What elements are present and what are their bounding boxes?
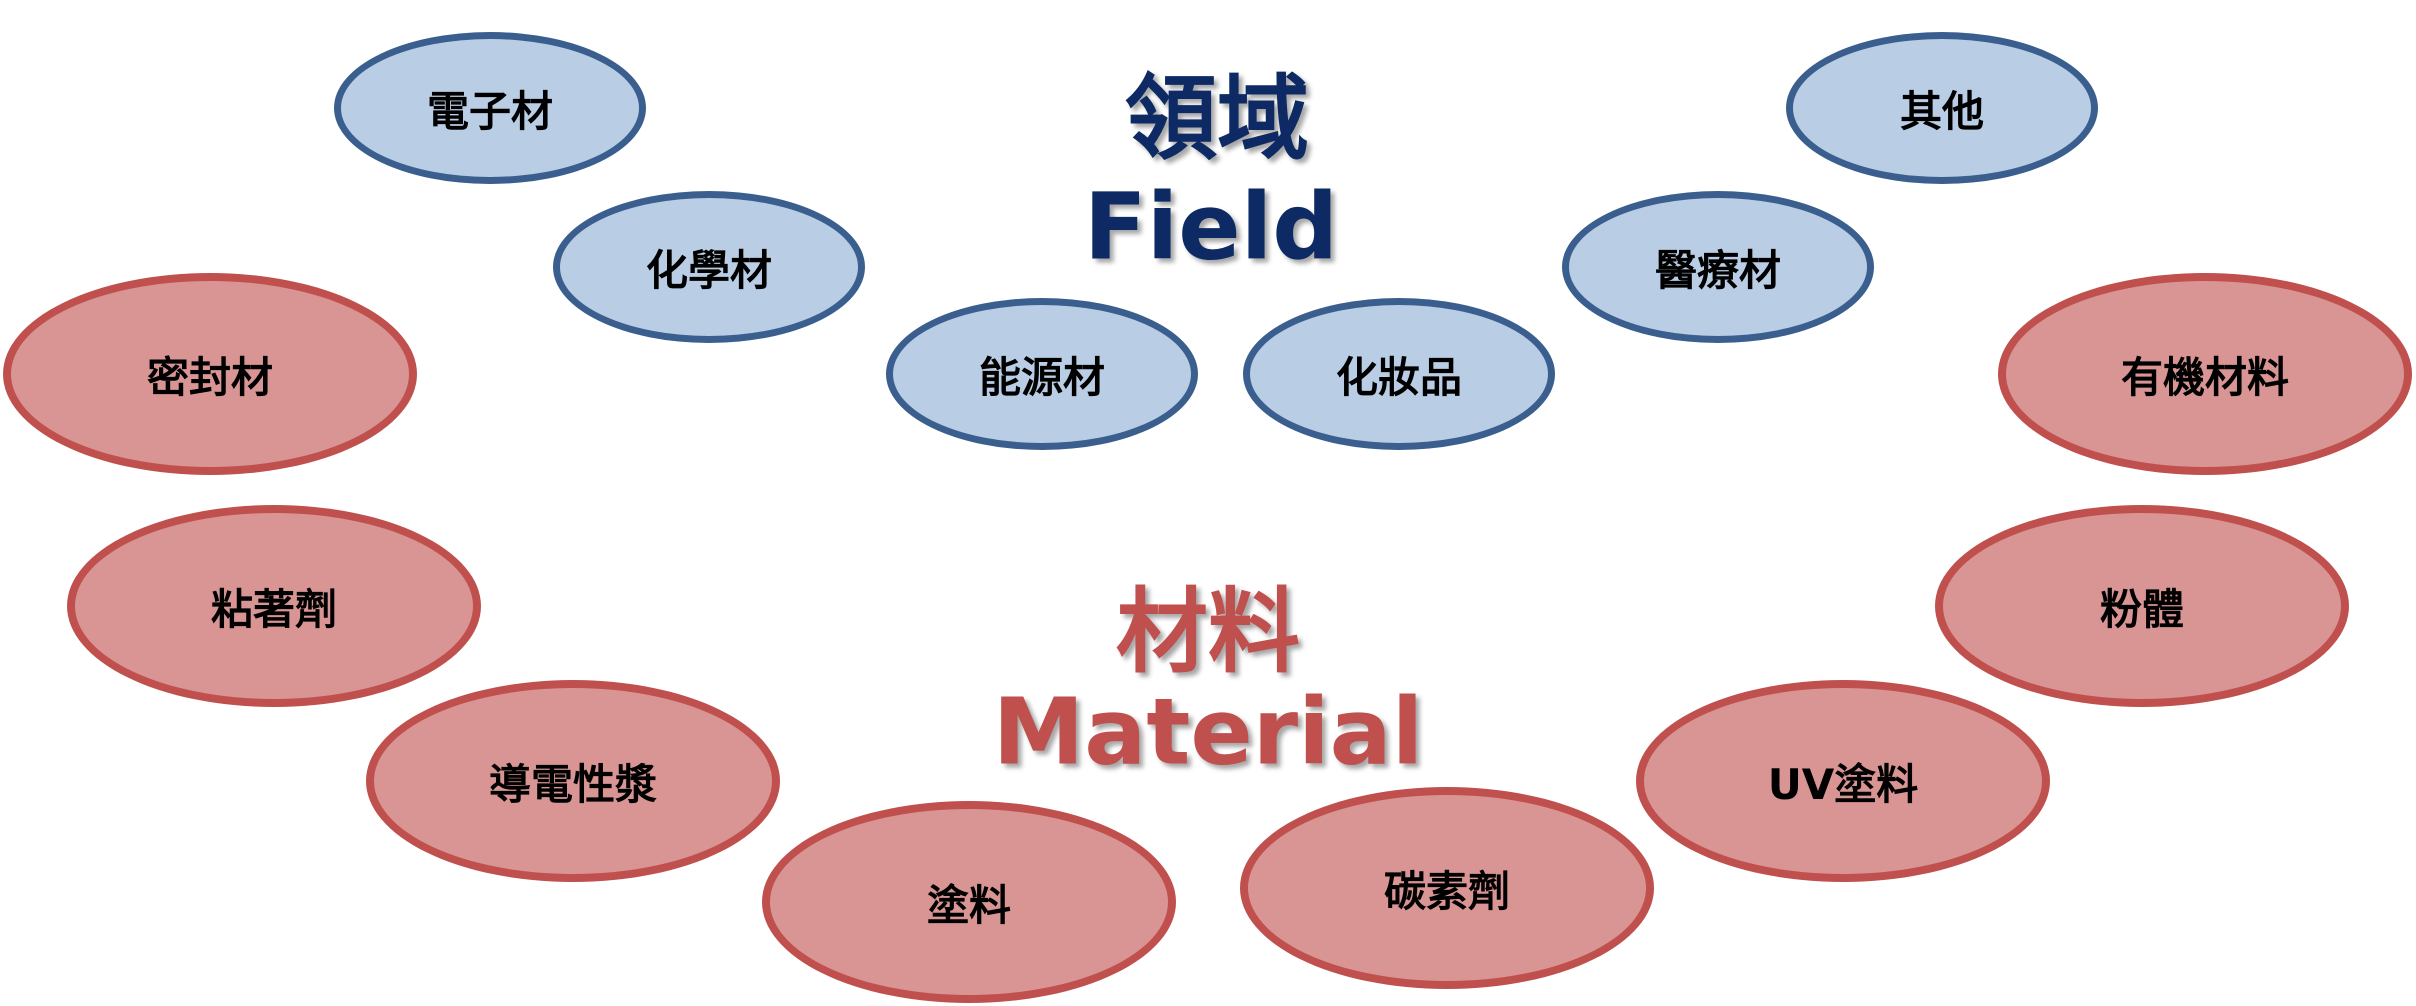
material-node-carbon-agent: 碳素劑 bbox=[1240, 787, 1654, 989]
material-node-adhesive: 粘著劑 bbox=[67, 505, 481, 707]
material-node-label: 密封材 bbox=[146, 352, 273, 402]
field-node-label: 能源材 bbox=[978, 352, 1105, 402]
field-title-zh: 領域 bbox=[1124, 65, 1310, 173]
material-node-coating: 塗料 bbox=[762, 801, 1176, 1003]
material-node-label: 有機材料 bbox=[2120, 352, 2289, 402]
material-title-en: Material bbox=[992, 678, 1424, 786]
field-node-label: 化妝品 bbox=[1335, 352, 1462, 402]
material-node-organic-material: 有機材料 bbox=[1998, 273, 2412, 475]
material-node-label: 碳素劑 bbox=[1383, 866, 1510, 916]
material-node-label: 導電性漿 bbox=[488, 759, 657, 809]
field-title-en: Field bbox=[1083, 173, 1339, 281]
field-node-label: 電子材 bbox=[426, 86, 553, 136]
material-node-label: 粉體 bbox=[2099, 584, 2184, 634]
field-node-cosmetics: 化妝品 bbox=[1243, 298, 1555, 450]
material-title-zh: 材料 bbox=[1115, 578, 1301, 686]
field-node-energy: 能源材 bbox=[886, 298, 1198, 450]
field-node-electronic: 電子材 bbox=[334, 32, 646, 184]
field-node-label: 化學材 bbox=[645, 245, 772, 295]
field-node-other: 其他 bbox=[1786, 32, 2098, 184]
material-node-label: 塗料 bbox=[926, 880, 1011, 930]
material-node-conductive-paste: 導電性漿 bbox=[366, 680, 780, 882]
field-node-label: 其他 bbox=[1899, 86, 1984, 136]
material-node-powder: 粉體 bbox=[1935, 505, 2349, 707]
material-node-uv-coating: UV塗料 bbox=[1636, 680, 2050, 882]
field-node-label: 醫療材 bbox=[1654, 245, 1781, 295]
field-node-chemical: 化學材 bbox=[553, 191, 865, 343]
material-node-label: 粘著劑 bbox=[210, 584, 337, 634]
material-node-sealant: 密封材 bbox=[3, 273, 417, 475]
material-node-label: UV塗料 bbox=[1767, 759, 1919, 809]
field-node-medical: 醫療材 bbox=[1562, 191, 1874, 343]
